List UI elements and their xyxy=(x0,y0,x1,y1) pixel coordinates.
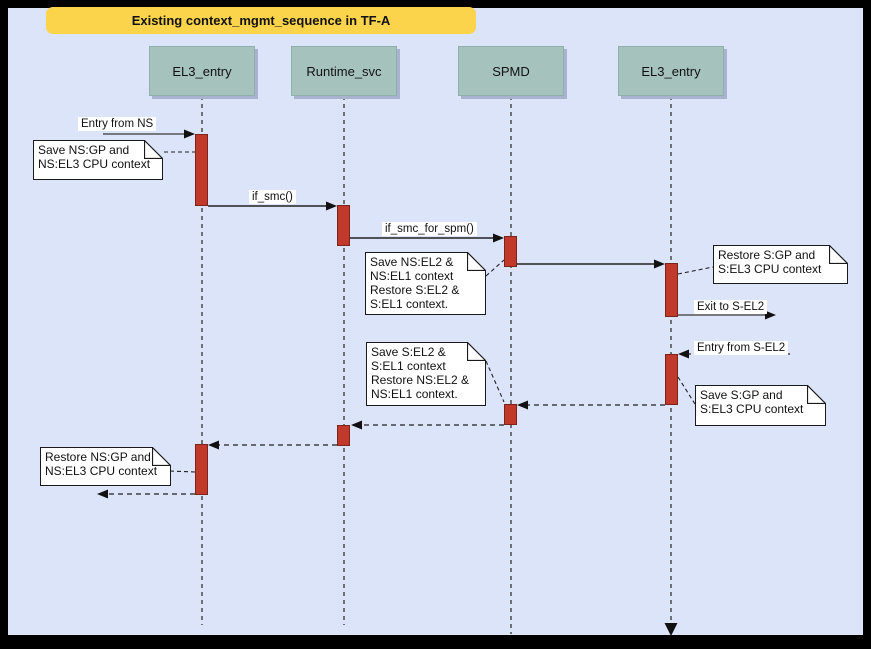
note-restore-ns-gp-context: Restore NS:GP and NS:EL3 CPU context xyxy=(40,447,171,486)
note-save-ns-gp-context: Save NS:GP and NS:EL3 CPU context xyxy=(33,140,163,180)
activation-bar-runtime-a xyxy=(337,205,350,246)
note-text: Restore S:GP and S:EL3 CPU context xyxy=(718,248,822,276)
lifeline-label: EL3_entry xyxy=(172,63,232,79)
lifeline-head-spmd: SPMD xyxy=(458,46,564,96)
note-fold-icon xyxy=(467,252,486,271)
diagram-title: Existing context_mgmt_sequence in TF-A xyxy=(46,7,476,34)
lifeline-head-el3-entry-1: EL3_entry xyxy=(149,46,255,96)
lifeline-head-runtime-svc: Runtime_svc xyxy=(291,46,397,96)
activation-bar-runtime-b xyxy=(337,425,350,446)
lifeline-label: Runtime_svc xyxy=(306,63,382,79)
note-save-s-gp-context: Save S:GP and S:EL3 CPU context xyxy=(695,385,826,426)
note-text: Save NS:EL2 & NS:EL1 context Restore S:E… xyxy=(370,255,460,311)
message-label-entry-from-s-el2: Entry from S-EL2 xyxy=(694,341,789,355)
activation-bar-el3-2-a xyxy=(665,263,678,317)
activation-bar-spmd-b xyxy=(504,404,517,425)
message-label-if-smc: if_smc() xyxy=(249,190,296,204)
lifeline-label: SPMD xyxy=(492,63,530,79)
message-label-if-smc-for-spm: if_smc_for_spm() xyxy=(382,222,477,236)
activation-bar-el3-2-b xyxy=(665,354,678,405)
note-fold-icon xyxy=(467,342,486,361)
lifeline-label: EL3_entry xyxy=(641,63,701,79)
note-restore-s-gp-context: Restore S:GP and S:EL3 CPU context xyxy=(713,245,848,284)
note-fold-icon xyxy=(144,140,163,159)
message-label-entry-from-ns: Entry from NS xyxy=(78,117,157,131)
diagram-background xyxy=(8,8,863,635)
note-text: Save S:EL2 & S:EL1 context Restore NS:EL… xyxy=(371,345,470,401)
note-text: Save S:GP and S:EL3 CPU context xyxy=(700,388,804,416)
note-text: Restore NS:GP and NS:EL3 CPU context xyxy=(45,450,158,478)
activation-bar-el3-entry-b xyxy=(195,444,208,495)
note-text: Save NS:GP and NS:EL3 CPU context xyxy=(38,143,151,171)
note-fold-icon xyxy=(152,447,171,466)
lifeline-head-el3-entry-2: EL3_entry xyxy=(618,46,724,96)
note-save-ns-el2-restore-s-el2: Save NS:EL2 & NS:EL1 context Restore S:E… xyxy=(365,252,486,315)
activation-bar-el3-entry-a xyxy=(195,134,208,206)
note-fold-icon xyxy=(829,245,848,264)
note-save-s-el2-restore-ns-el2: Save S:EL2 & S:EL1 context Restore NS:EL… xyxy=(366,342,486,406)
message-label-exit-to-s-el2: Exit to S-EL2 xyxy=(694,300,768,314)
note-fold-icon xyxy=(807,385,826,404)
activation-bar-spmd-a xyxy=(504,236,517,267)
